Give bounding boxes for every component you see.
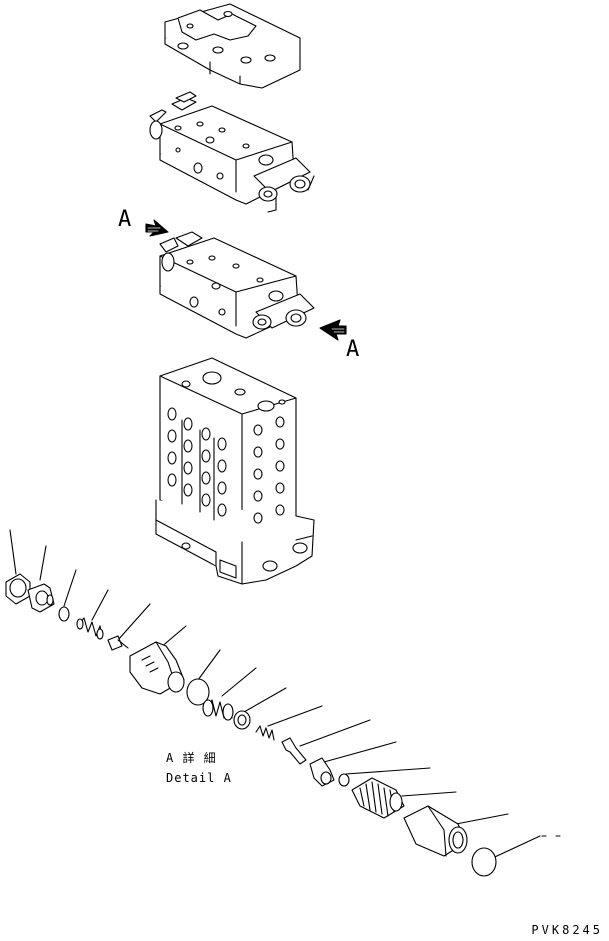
drawing-code: PVK8245 (531, 923, 603, 937)
upper-valve-section (150, 92, 314, 212)
right-face-ports (254, 417, 284, 523)
detail-caption-en: Detail A (166, 771, 232, 785)
leader-lines (10, 530, 540, 862)
top-cover-plate (165, 4, 300, 88)
left-face-ports (168, 408, 226, 520)
detail-caption: A 詳 細 Detail A (166, 748, 286, 788)
view-label-a-right: A (346, 337, 359, 362)
view-arrow-icon (146, 220, 168, 236)
middle-valve-section (160, 232, 314, 338)
main-valve-block (156, 358, 314, 584)
view-label-a-left: A (118, 207, 131, 232)
view-arrow-icon (320, 320, 346, 340)
detail-caption-jp: A 詳 細 (166, 751, 217, 765)
detail-a-parts (6, 530, 540, 876)
